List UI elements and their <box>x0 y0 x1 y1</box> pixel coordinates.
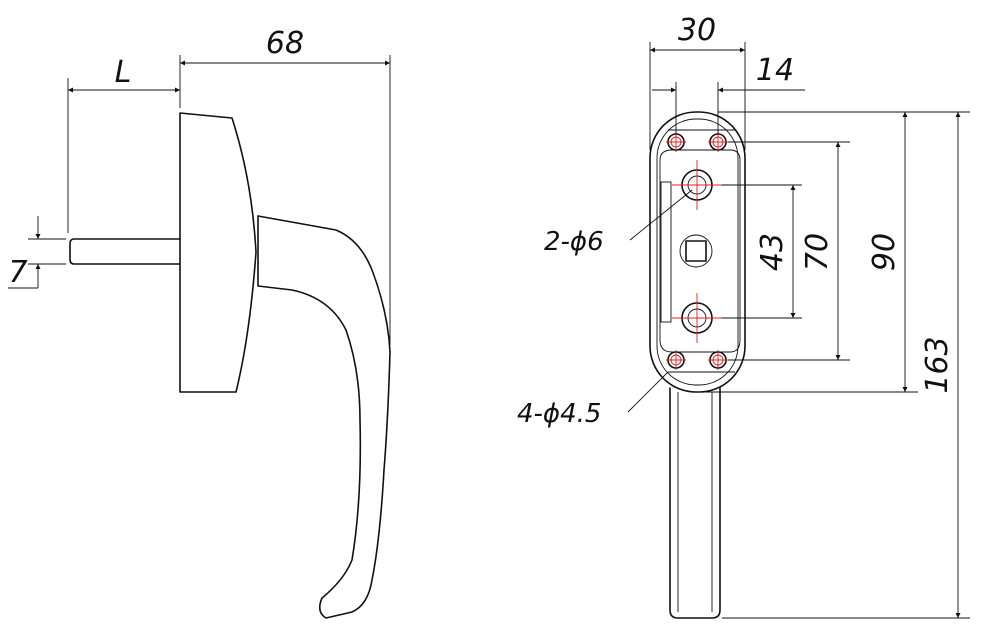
leader-small-holes <box>627 371 669 413</box>
handle-neck-lower <box>257 215 361 421</box>
side-view: 68 L 7 <box>8 26 391 619</box>
small-hole-bottom-left <box>666 350 686 370</box>
rosette-outline <box>649 111 746 393</box>
plate-side-slot <box>660 181 672 323</box>
small-hole-top-right <box>708 132 728 152</box>
rosette-inner-outline <box>656 118 739 386</box>
dim-label-14: 14 <box>756 53 794 88</box>
dim-label-43: 43 <box>755 233 790 271</box>
spindle <box>69 238 181 265</box>
dim-label-70: 70 <box>800 233 835 271</box>
large-hole-top <box>672 160 722 210</box>
dim-label-163: 163 <box>920 336 955 393</box>
mounting-plate <box>659 149 741 353</box>
callout-large-holes: 2-ϕ6 <box>544 227 604 257</box>
large-hole-bottom <box>672 293 722 343</box>
callout-small-holes: 4-ϕ4.5 <box>517 399 601 429</box>
front-lever <box>669 387 721 619</box>
dim-label-L: L <box>115 55 132 90</box>
spindle-boss <box>679 234 713 268</box>
rosette-base <box>179 112 257 393</box>
dim-label-68: 68 <box>266 26 304 61</box>
handle-neck <box>257 215 391 353</box>
small-hole-top-left <box>666 132 686 152</box>
square-spindle-hole <box>685 240 707 262</box>
dim-label-7: 7 <box>8 255 27 290</box>
handle-lever <box>318 351 391 619</box>
front-view: 30 14 43 70 90 163 2-ϕ6 4-ϕ4.5 <box>517 13 970 619</box>
dim-label-90: 90 <box>867 233 902 271</box>
dim-label-30: 30 <box>678 13 716 48</box>
small-hole-bottom-right <box>708 350 728 370</box>
leader-large-holes <box>629 189 693 241</box>
